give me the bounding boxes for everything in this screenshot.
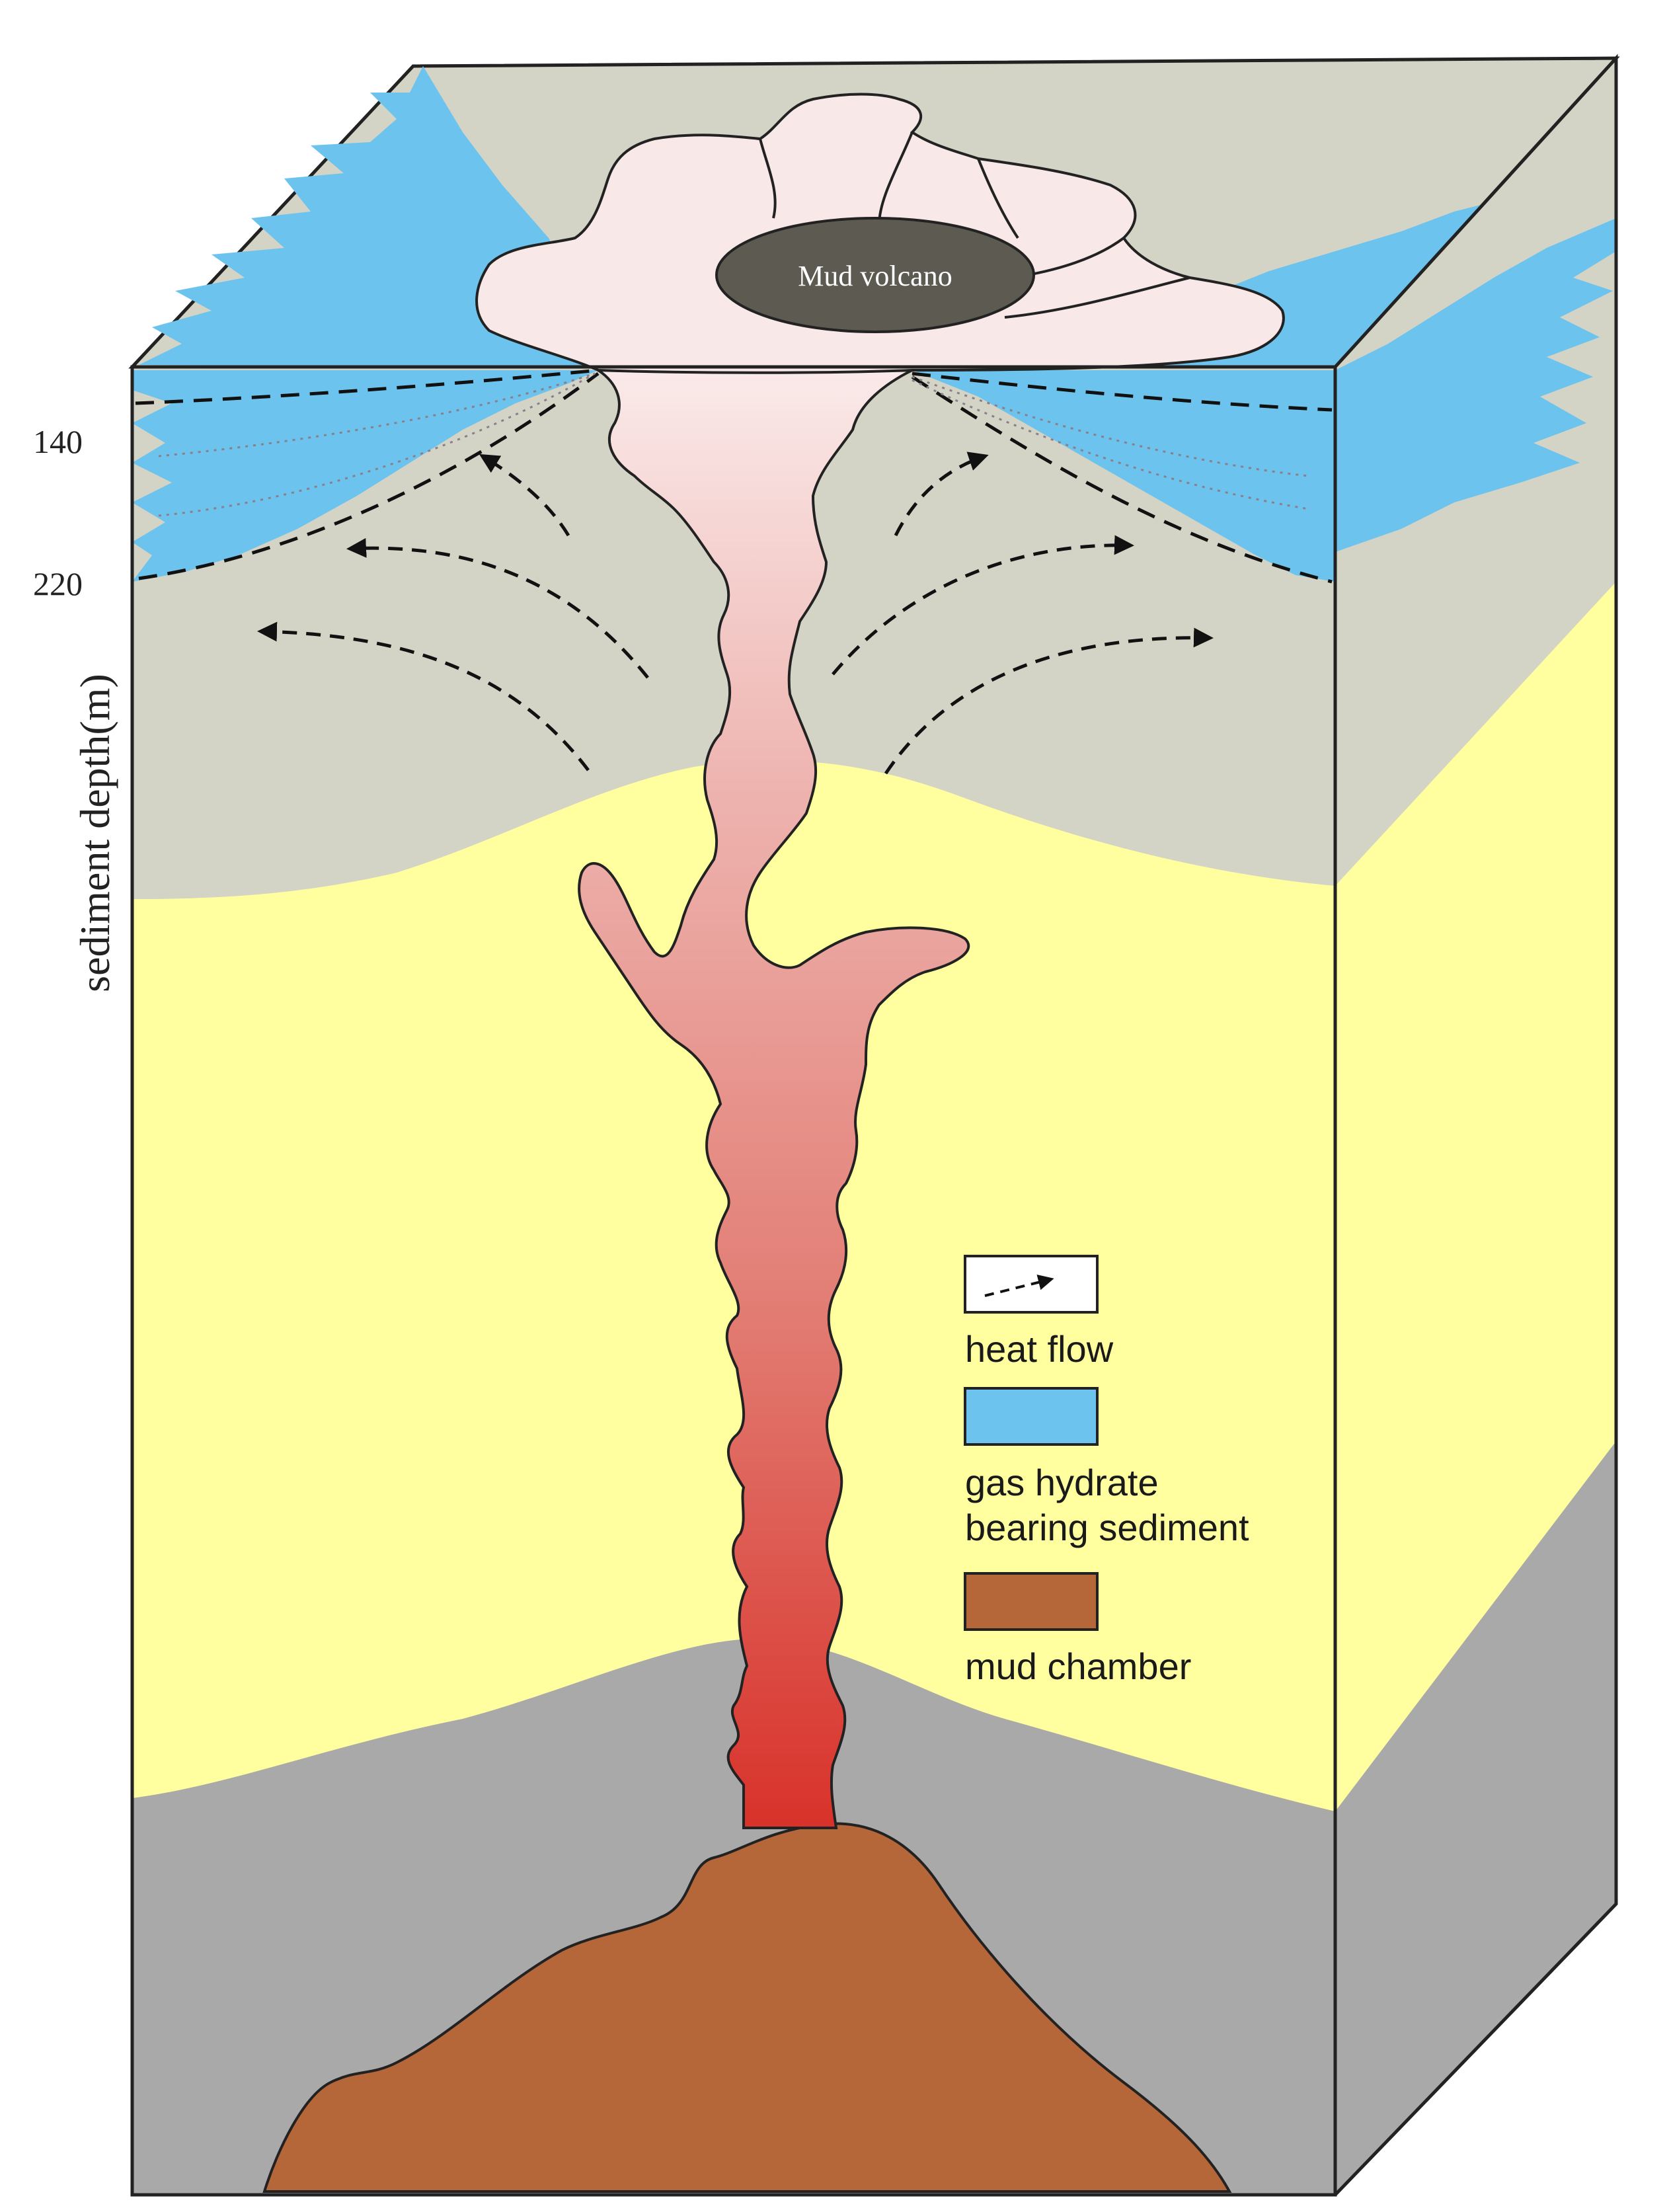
legend-mud-chamber-label: mud chamber [965,1645,1191,1687]
depth-tick-140: 140 [33,423,83,460]
depth-tick-220: 220 [33,565,83,602]
heat-flow-arrow [257,621,590,771]
legend-gas-hydrate-label-line2: bearing sediment [965,1507,1249,1548]
depth-axis-title: sediment depth(m) [71,674,118,992]
dashed-arrow-icon [984,1275,1054,1297]
mud-volcano-crater [715,217,1035,333]
gas-hydrate-front-right [912,370,1335,582]
right-face-dark-gray [1335,1441,1616,2195]
block-front-outline [130,365,1337,2197]
hydrate-dotted-lines [158,372,1309,517]
legend-gas-hydrate-swatch [964,1387,1099,1446]
mud-chamber [262,1822,1232,2193]
right-face-gas-hydrate [1335,218,1616,552]
hydrate-boundaries [135,368,1333,584]
heat-flow-arrow [884,627,1214,775]
heat-flow-arrow [894,452,989,537]
gas-hydrate-front-left [132,370,598,582]
legend: heat flow gas hydrate bearing sediment m… [964,1255,1249,1687]
mud-volcano-label: Mud volcano [798,260,952,292]
heat-flow-arrow [479,454,570,537]
legend-heat-flow-swatch [964,1255,1099,1314]
gas-hydrate-top-right [912,172,1616,367]
legend-mud-chamber-swatch [964,1572,1099,1631]
legend-gas-hydrate-label-line1: gas hydrate [965,1462,1159,1503]
heat-flow-arrows [257,452,1214,775]
block-right-outline [1334,54,1618,2196]
legend-heat-flow-label: heat flow [965,1328,1114,1370]
